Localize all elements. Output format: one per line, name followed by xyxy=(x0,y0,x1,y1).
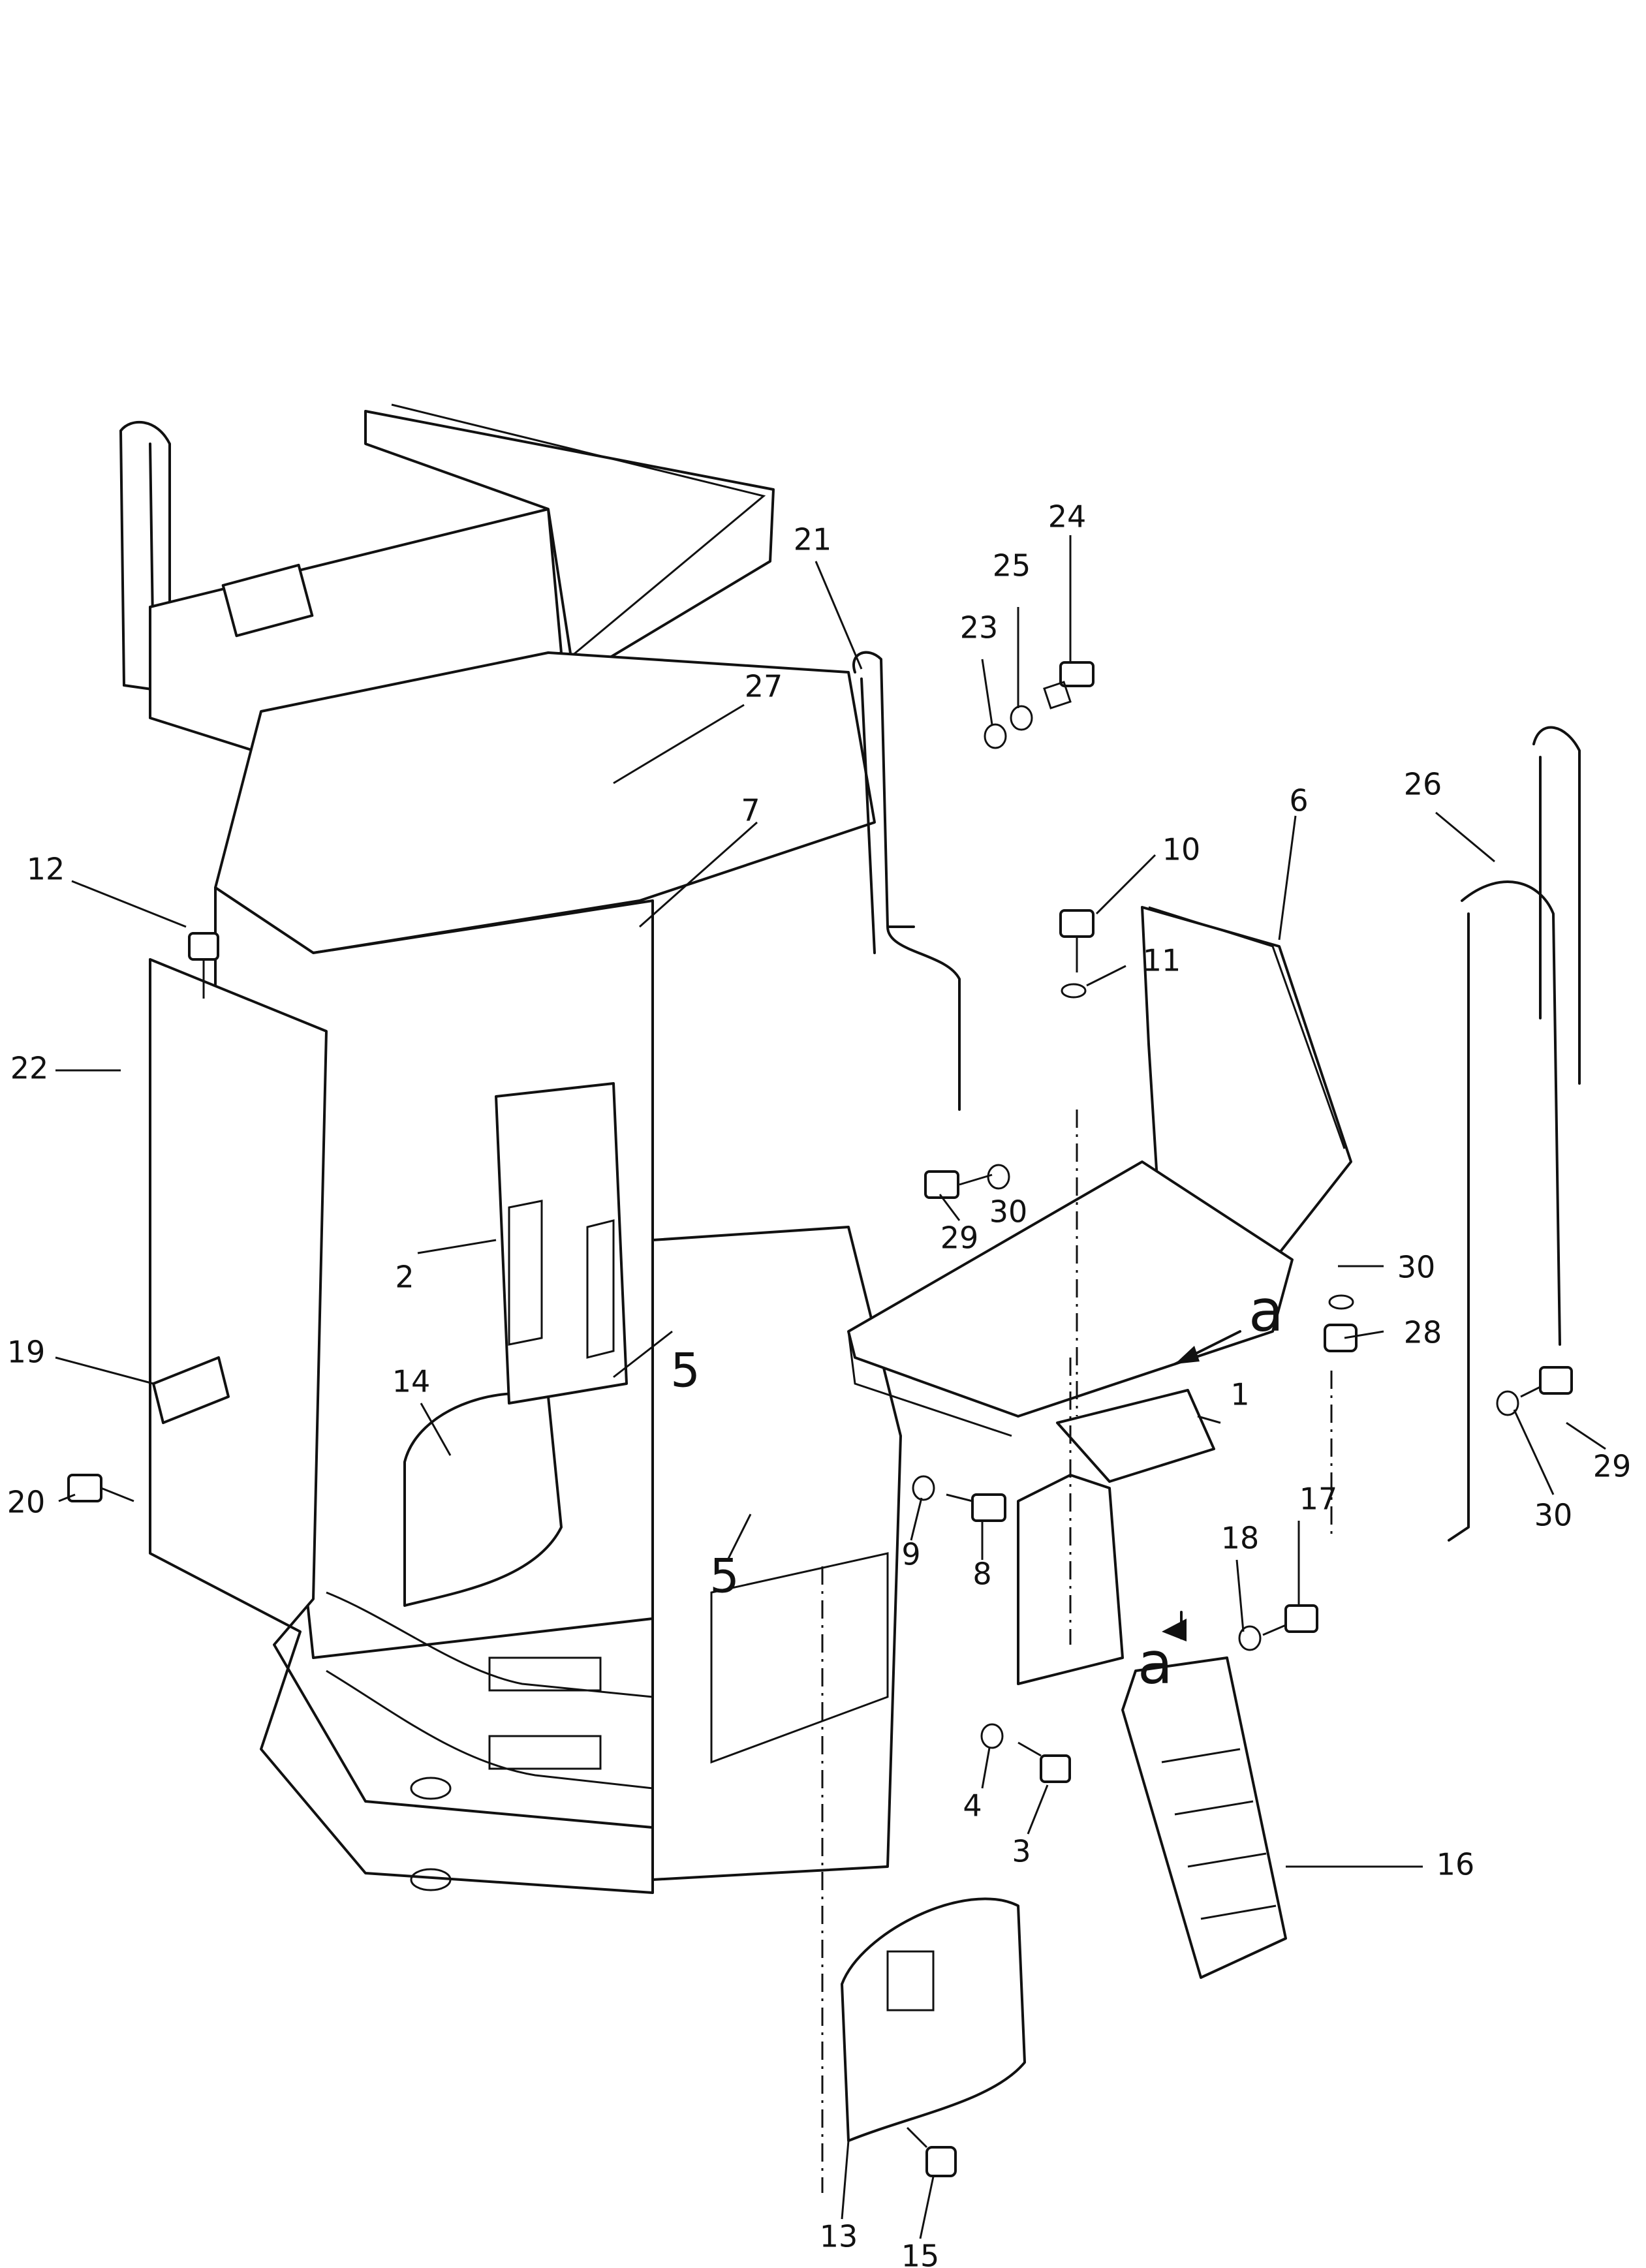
handrail-26 xyxy=(1448,726,1581,1542)
bolt-17 xyxy=(1262,1604,1318,1636)
callout-30-lower: 30 xyxy=(1534,1498,1573,1533)
washer-9 xyxy=(912,1475,935,1501)
handrail-21 xyxy=(852,651,961,1111)
callout-29-upper: 29 xyxy=(940,1220,979,1256)
view-arrows xyxy=(1162,1330,1241,1641)
bolt-10 xyxy=(1059,909,1095,972)
bolt-24 xyxy=(1043,661,1095,709)
step-19 xyxy=(152,1356,230,1424)
callout-3: 3 xyxy=(1012,1834,1031,1869)
washer-23 xyxy=(984,723,1007,749)
leader-lines xyxy=(55,535,1606,2239)
view-marker-a-upper: a xyxy=(1249,1277,1284,1344)
callout-30-mid: 30 xyxy=(1397,1250,1436,1285)
callout-14: 14 xyxy=(392,1364,431,1399)
bolt-3 xyxy=(1017,1741,1071,1783)
panel-2 xyxy=(495,1082,628,1405)
callout-7: 7 xyxy=(741,793,760,828)
cover-13 xyxy=(841,1897,1026,2142)
callout-labels: 1 2 3 4 5 5 6 7 8 9 10 11 12 13 14 15 16… xyxy=(7,499,1632,2268)
callout-6: 6 xyxy=(1289,783,1308,818)
washer-30-upper xyxy=(987,1164,1010,1190)
bolt-8 xyxy=(946,1493,1006,1522)
callout-11: 11 xyxy=(1143,943,1181,978)
callout-18: 18 xyxy=(1221,1521,1260,1556)
callout-26: 26 xyxy=(1404,767,1442,802)
callout-10: 10 xyxy=(1162,832,1201,867)
callout-21: 21 xyxy=(794,522,832,557)
callout-22: 22 xyxy=(10,1051,49,1086)
washer-30-mid xyxy=(1328,1294,1354,1310)
callout-8: 8 xyxy=(972,1557,991,1592)
fasteners xyxy=(67,661,1573,2177)
bracket-1 xyxy=(1056,1389,1215,1483)
main-frame xyxy=(149,651,902,2193)
callout-2: 2 xyxy=(395,1260,414,1295)
washer-18 xyxy=(1238,1625,1262,1651)
callout-9: 9 xyxy=(901,1537,920,1572)
callout-12: 12 xyxy=(27,852,65,887)
callout-16: 16 xyxy=(1436,1847,1475,1882)
washer-4 xyxy=(980,1723,1004,1749)
callout-13: 13 xyxy=(820,2219,858,2254)
bolt-29-upper xyxy=(924,1170,993,1199)
bolt-20 xyxy=(67,1474,134,1502)
callout-17: 17 xyxy=(1299,1482,1338,1517)
right-deck-plate xyxy=(847,1160,1294,1418)
callout-4: 4 xyxy=(963,1788,982,1824)
callout-1: 1 xyxy=(1230,1377,1249,1412)
bolt-12 xyxy=(188,932,219,999)
callout-5-lower: 5 xyxy=(709,1549,739,1604)
callout-23: 23 xyxy=(960,610,999,645)
callout-25: 25 xyxy=(993,548,1031,583)
ladder-16 xyxy=(1121,1656,1287,1979)
bracket-14 xyxy=(403,1391,563,1607)
washer-11 xyxy=(1061,983,1087,999)
washer-30-lower xyxy=(1496,1390,1519,1416)
left-deck-assembly xyxy=(119,403,775,928)
nut-28 xyxy=(1324,1324,1358,1352)
callout-20: 20 xyxy=(7,1485,46,1520)
callout-30-upper: 30 xyxy=(989,1194,1028,1230)
callout-27: 27 xyxy=(745,669,783,704)
right-deck-assembly xyxy=(841,651,1581,2142)
callout-15: 15 xyxy=(901,2239,940,2268)
callout-28: 28 xyxy=(1404,1315,1442,1350)
callout-24: 24 xyxy=(1048,499,1087,535)
bolt-29-lower xyxy=(1520,1366,1573,1398)
callout-5-upper: 5 xyxy=(670,1343,700,1398)
view-marker-a-lower: a xyxy=(1138,1630,1173,1697)
callout-19: 19 xyxy=(7,1335,46,1370)
lockwasher-25 xyxy=(1010,705,1033,731)
bolt-15 xyxy=(906,2126,957,2177)
callout-29-lower: 29 xyxy=(1593,1449,1632,1484)
